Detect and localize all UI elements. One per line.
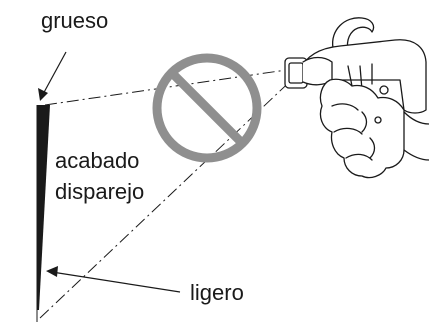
prohibition-icon: [152, 53, 262, 163]
light-label: ligero: [190, 280, 244, 305]
heavy-arrow-head: [38, 88, 48, 101]
spray-upper-line: [44, 67, 301, 106]
uneven-finish-label-line2: disparejo: [55, 179, 145, 204]
light-arrow-line: [51, 271, 181, 293]
light-arrow-head: [46, 266, 58, 277]
paint-layer-wedge: [37, 105, 50, 310]
spray-gun-hand-icon: [284, 17, 429, 179]
uneven-finish-label-line1: acabado: [55, 148, 140, 173]
heavy-label: grueso: [41, 8, 109, 33]
spray-lower-line: [39, 71, 301, 319]
heavy-arrow-line: [41, 51, 67, 97]
